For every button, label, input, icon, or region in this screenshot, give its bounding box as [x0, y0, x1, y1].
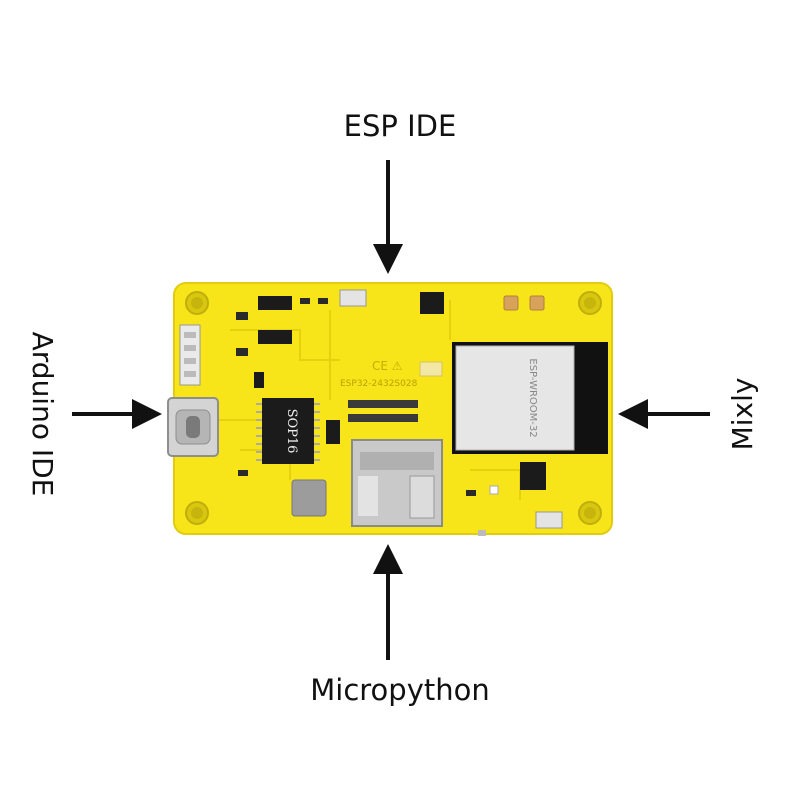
label-micropython: Micropython	[310, 673, 490, 707]
arrow-right	[618, 399, 710, 429]
sop16-chip: SOP16	[256, 398, 320, 464]
label-esp-ide: ESP IDE	[343, 109, 457, 143]
side-connector	[179, 324, 201, 386]
arrow-left	[72, 399, 162, 429]
sop16-chip-marking: SOP16	[284, 409, 299, 454]
sd-card-slot	[351, 439, 443, 527]
mounting-holes	[185, 291, 602, 525]
arrow-top	[373, 160, 403, 274]
svg-text:CE ⚠: CE ⚠	[372, 359, 403, 373]
pcb-board: SOP16 CE ⚠ ESP32-2432S028 ESP-WROOM-32	[167, 282, 613, 536]
usb-c-port	[167, 397, 219, 457]
arrow-bottom	[373, 544, 403, 660]
esp32-module: ESP-WROOM-32	[452, 342, 608, 454]
board-marking: ESP32-2432S028	[340, 379, 418, 389]
module-marking: ESP-WROOM-32	[527, 358, 538, 437]
